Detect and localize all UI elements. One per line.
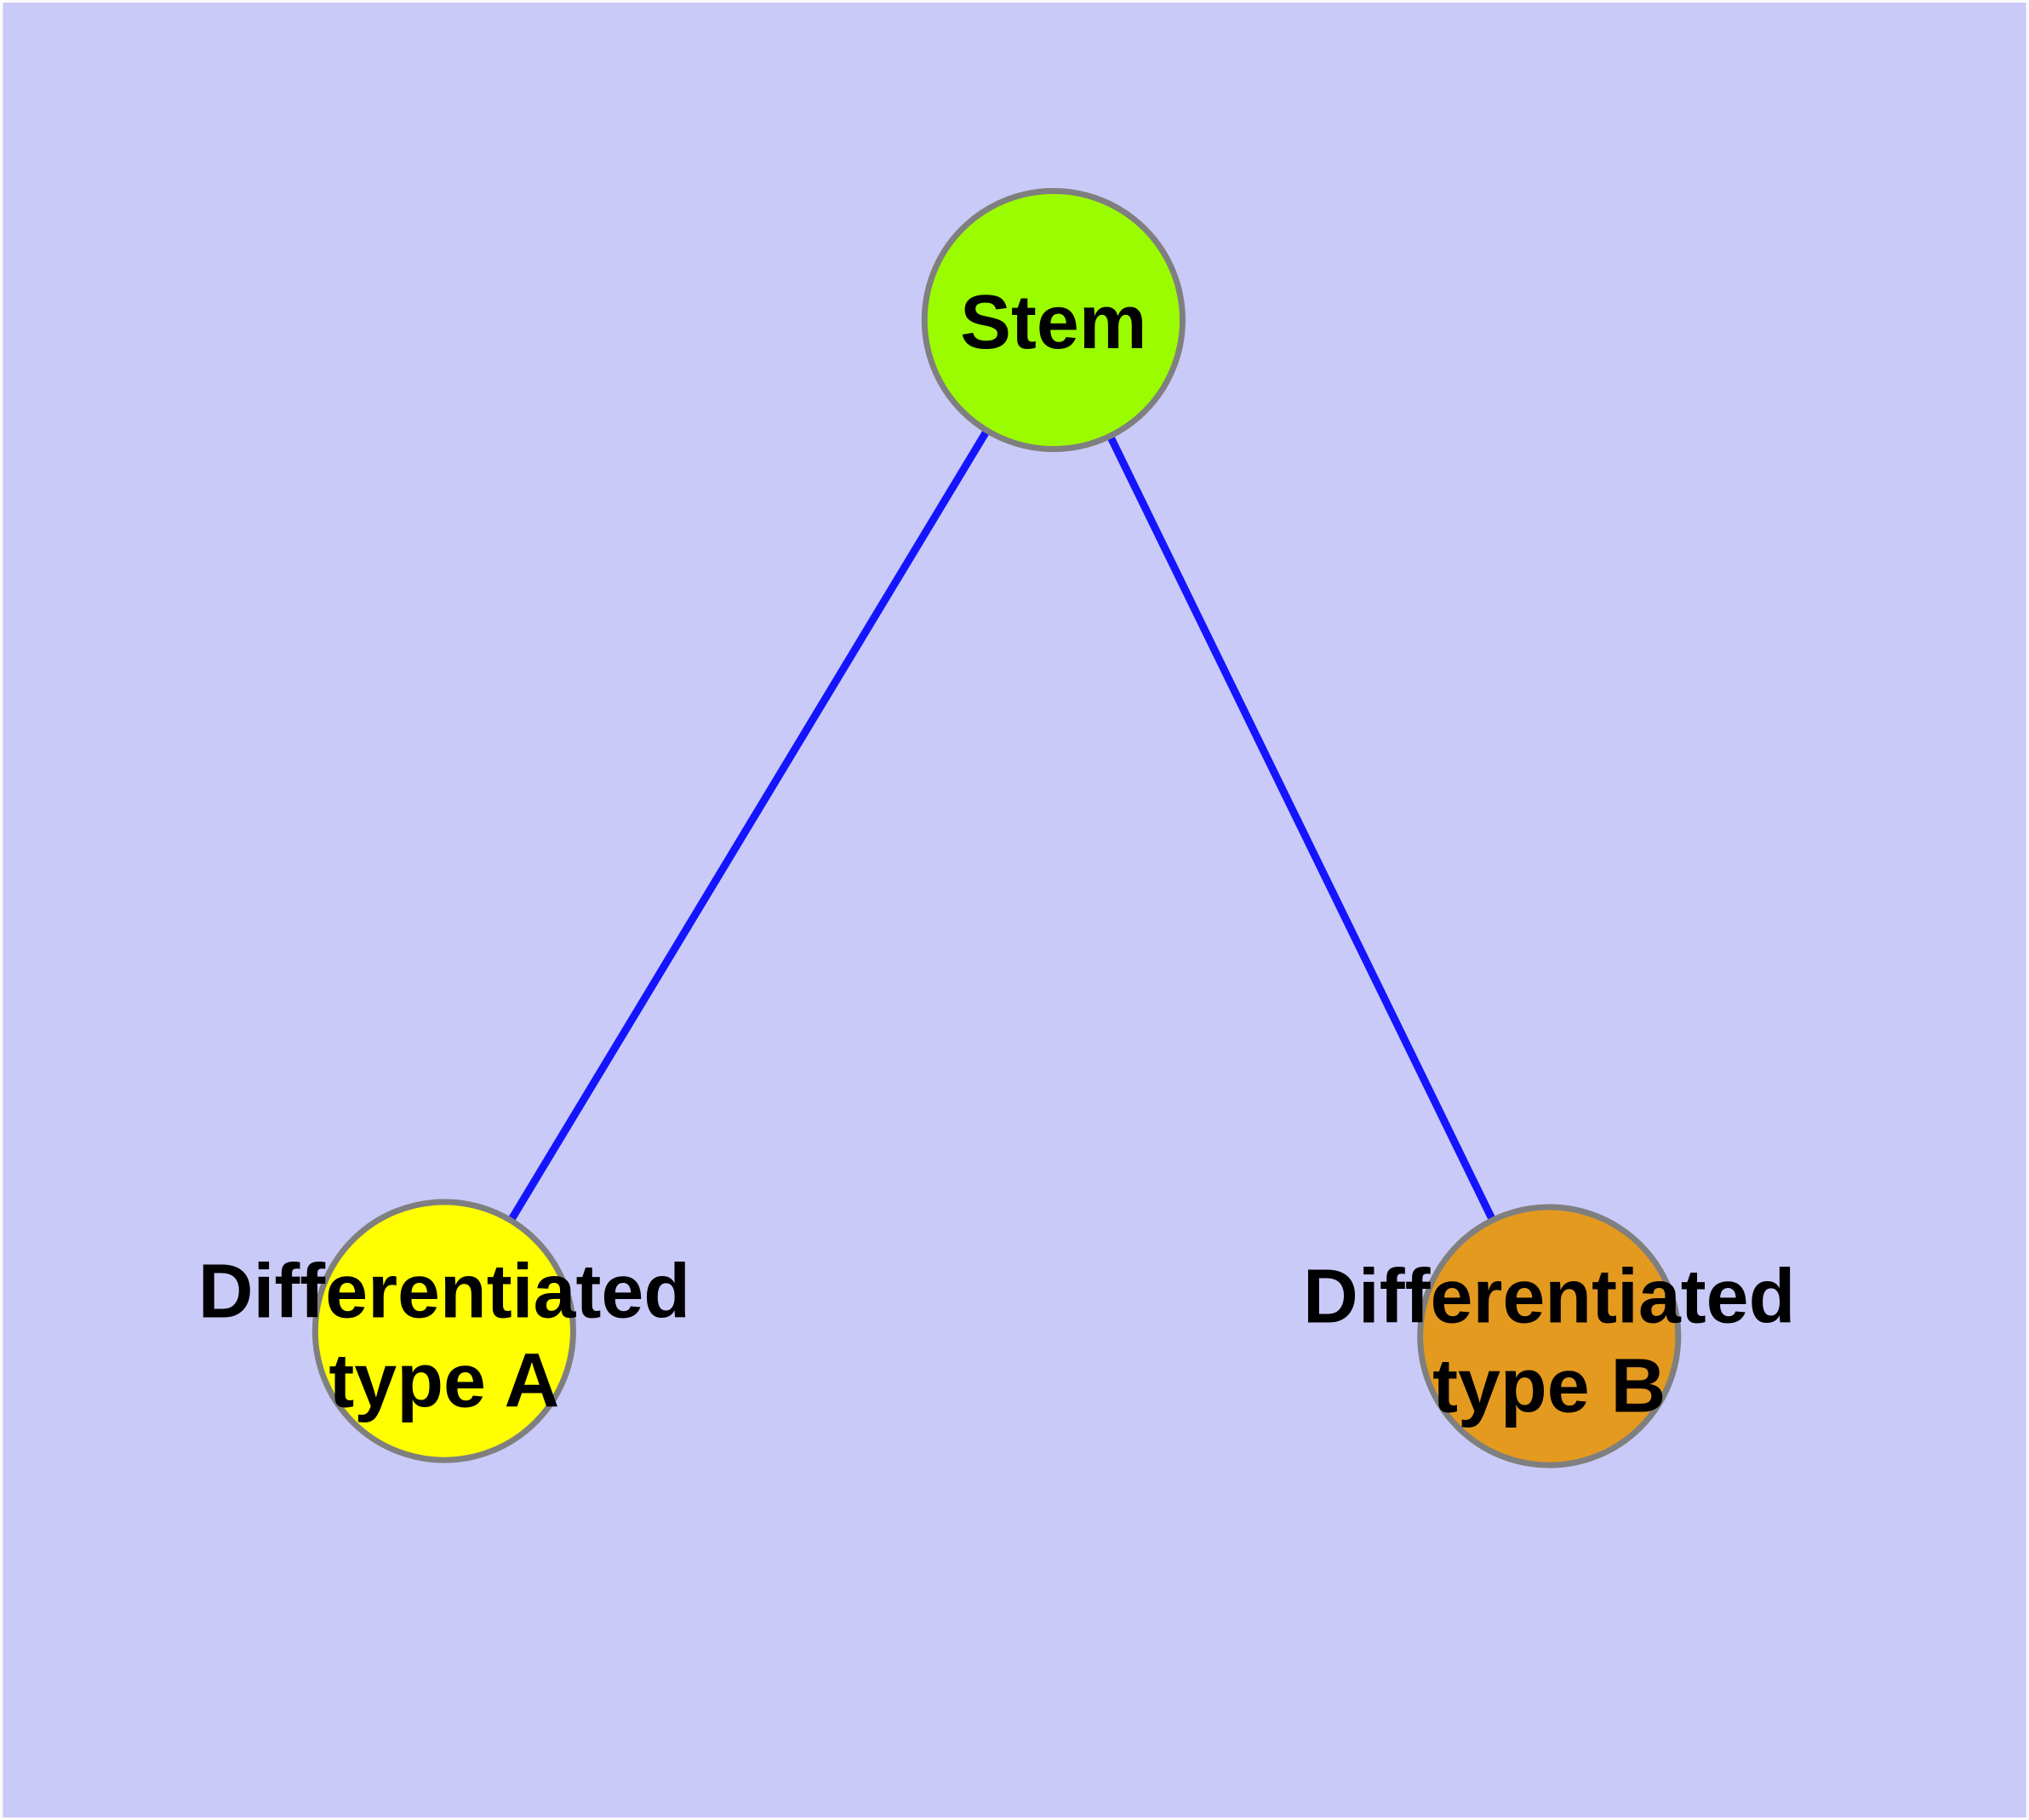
node-type-a-circle	[311, 1199, 576, 1463]
edge-stem-to-type-b	[1049, 318, 1553, 1338]
edge-stem-to-type-a	[441, 318, 1057, 1333]
node-stem-label: Stem	[960, 280, 1146, 365]
node-stem-circle	[921, 187, 1186, 453]
cell-differentiation-graph: Stem Differentiated type A Differentiate…	[3, 3, 2026, 1817]
node-type-a-label-line2: type A	[329, 1338, 559, 1423]
node-type-b-circle	[1417, 1204, 1682, 1468]
node-type-b-label-line1: Differentiated	[1303, 1255, 1795, 1340]
node-type-b-label-line2: type B	[1432, 1343, 1666, 1428]
node-type-a-label-line1: Differentiated	[198, 1250, 690, 1335]
